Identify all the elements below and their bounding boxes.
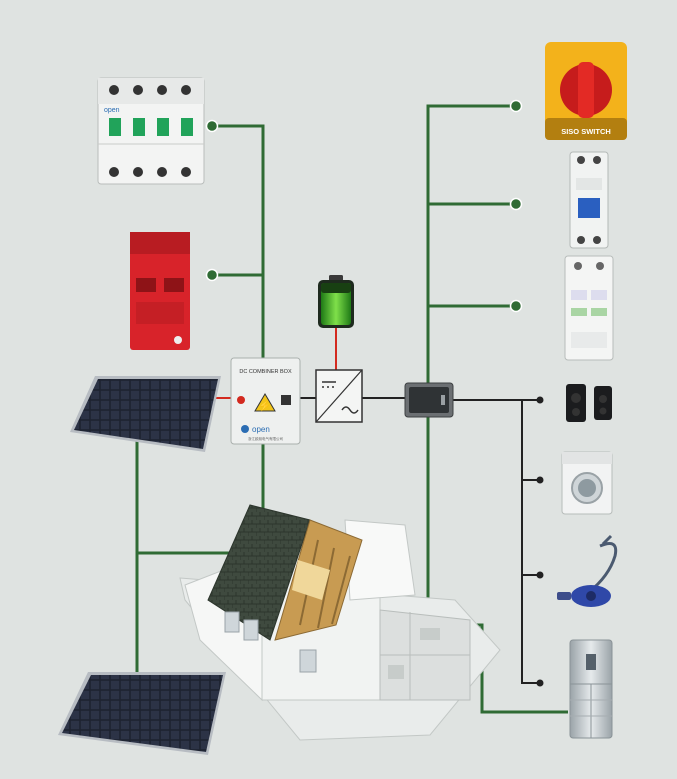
washing-machine [561, 451, 613, 515]
combiner-box-brand: open [252, 425, 270, 434]
surge-protector [130, 232, 190, 350]
vacuum-cleaner [557, 534, 618, 607]
warning-icon: ⚡ [259, 399, 271, 412]
black-wire-terminals [536, 396, 544, 687]
speakers [566, 384, 612, 422]
ac-surge-protector [564, 255, 614, 361]
mcb [569, 151, 609, 249]
house [179, 504, 501, 741]
battery [318, 275, 354, 328]
isolator-switch-label: SISO SWITCH [561, 127, 611, 136]
isolator-switch: SISO SWITCH [545, 42, 627, 140]
dc-circuit-breaker: open [97, 77, 205, 185]
solar-panel-bottom [58, 672, 226, 755]
breaker-brand-text: open [104, 107, 120, 114]
refrigerator [569, 639, 613, 739]
inverter [315, 369, 363, 423]
dc-combiner-box: DC COMBINER BOX ⚡ open 浙江欧朋电气有限公司 [230, 357, 301, 445]
combiner-box-title: DC COMBINER BOX [239, 369, 292, 375]
combiner-box-maker: 浙江欧朋电气有限公司 [248, 436, 283, 441]
distribution-box [404, 382, 454, 418]
solar-panel-top [70, 376, 221, 452]
